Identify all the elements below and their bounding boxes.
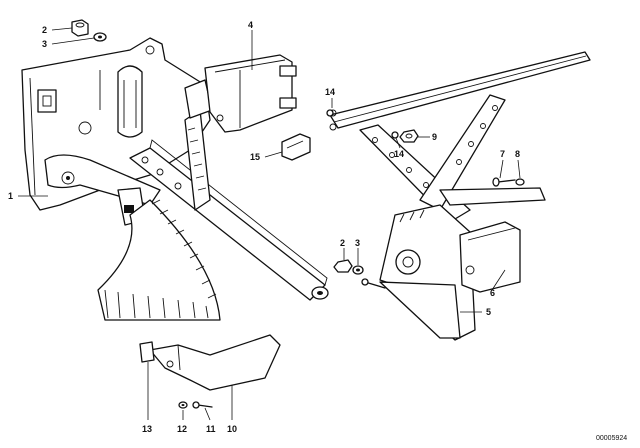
callout-14-lower: 14 [394,149,404,159]
callout-8: 8 [515,149,520,159]
callout-11: 11 [206,424,216,434]
callout-2-top: 2 [42,25,47,35]
callout-6: 6 [490,288,495,298]
drawing-code: 00005924 [596,435,627,442]
motor-drive-unit [204,54,297,133]
callout-1: 1 [8,191,13,201]
nut-and-washer-top [71,19,107,42]
callout-3-right: 3 [355,238,360,248]
leader-lines [18,27,521,421]
right-regulator-assembly [326,51,591,341]
callout-9: 9 [432,132,437,142]
callout-10: 10 [227,424,237,434]
callout-7: 7 [500,149,505,159]
lower-bracket-assembly [139,334,281,409]
callout-labels: 1 2 3 4 14 9 14 15 7 8 2 3 6 5 13 12 11 … [8,20,520,434]
callout-12: 12 [177,424,187,434]
clip-part-15 [281,133,311,161]
callout-2-right: 2 [340,238,345,248]
callout-4: 4 [248,20,253,30]
callout-3-top: 3 [42,39,47,49]
callout-15: 15 [250,152,260,162]
callout-13: 13 [142,424,152,434]
callout-5: 5 [486,307,491,317]
left-regulator-assembly [21,37,329,321]
callout-14-top: 14 [325,87,335,97]
